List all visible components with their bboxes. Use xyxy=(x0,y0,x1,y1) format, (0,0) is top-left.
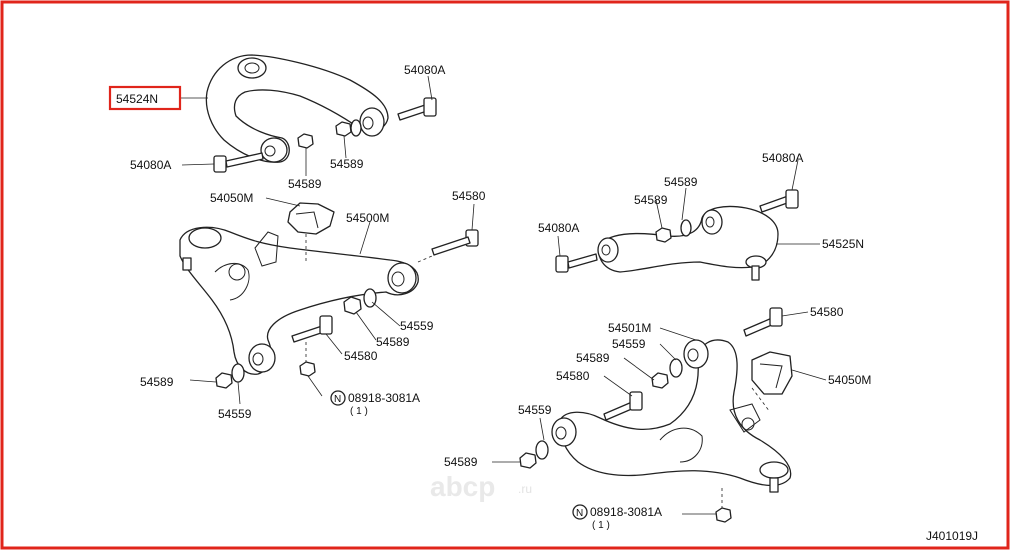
diagram-id: J401019J xyxy=(926,529,978,543)
watermark-brand: abcp xyxy=(430,471,495,502)
label-54080A-4[interactable]: 54080A xyxy=(538,221,579,235)
label-54589-1[interactable]: 54589 xyxy=(288,177,322,191)
label-54559-1[interactable]: 54559 xyxy=(400,319,434,333)
label-54080A-2[interactable]: 54080A xyxy=(130,158,171,172)
label-qty-right: ( 1 ) xyxy=(592,520,610,531)
label-54589-4[interactable]: 54589 xyxy=(140,375,174,389)
lower-arm-right-drawing xyxy=(519,307,793,523)
label-54559-4[interactable]: 54559 xyxy=(518,403,552,417)
label-54580-4[interactable]: 54580 xyxy=(556,369,590,383)
label-54559-3[interactable]: 54559 xyxy=(612,337,646,351)
label-54589-7[interactable]: 54589 xyxy=(576,351,610,365)
label-54500M[interactable]: 54500M xyxy=(346,211,389,225)
n-nut-left[interactable]: N 08918-3081A ( 1 ) xyxy=(330,390,420,417)
label-08918-3081A-left: 08918-3081A xyxy=(348,391,420,405)
label-54589-8[interactable]: 54589 xyxy=(444,455,478,469)
label-08918-3081A-right: 08918-3081A xyxy=(590,505,662,519)
label-54589-6[interactable]: 54589 xyxy=(634,193,668,207)
label-54580-1[interactable]: 54580 xyxy=(452,189,486,203)
label-54580-2[interactable]: 54580 xyxy=(344,349,378,363)
label-54525N[interactable]: 54525N xyxy=(822,237,864,251)
label-54080A-1[interactable]: 54080A xyxy=(404,63,445,77)
leader-lines xyxy=(180,75,827,515)
label-54559-2[interactable]: 54559 xyxy=(218,407,252,421)
upper-arm-left-drawing xyxy=(205,54,437,173)
label-54524N[interactable]: 54524N xyxy=(116,92,158,106)
svg-text:N: N xyxy=(334,394,341,405)
label-54580-3[interactable]: 54580 xyxy=(810,305,844,319)
label-54589-2[interactable]: 54589 xyxy=(330,157,364,171)
label-qty-left: ( 1 ) xyxy=(350,406,368,417)
label-54589-5[interactable]: 54589 xyxy=(664,175,698,189)
label-54050M-right[interactable]: 54050M xyxy=(828,373,871,387)
part-labels: 54524N 54080A 54080A 54589 54589 54050M … xyxy=(108,63,978,543)
upper-arm-right-drawing xyxy=(555,189,799,281)
label-54080A-3[interactable]: 54080A xyxy=(762,151,803,165)
label-54501M[interactable]: 54501M xyxy=(608,321,651,335)
label-54589-3[interactable]: 54589 xyxy=(376,335,410,349)
highlighted-part-box xyxy=(108,85,182,111)
watermark-domain: .ru xyxy=(518,482,532,496)
watermark: abcp .ru xyxy=(430,471,532,502)
lower-arm-left-drawing xyxy=(179,202,479,389)
n-nut-right[interactable]: N 08918-3081A ( 1 ) xyxy=(572,504,662,531)
svg-text:N: N xyxy=(576,508,583,519)
label-54050M-left[interactable]: 54050M xyxy=(210,191,253,205)
